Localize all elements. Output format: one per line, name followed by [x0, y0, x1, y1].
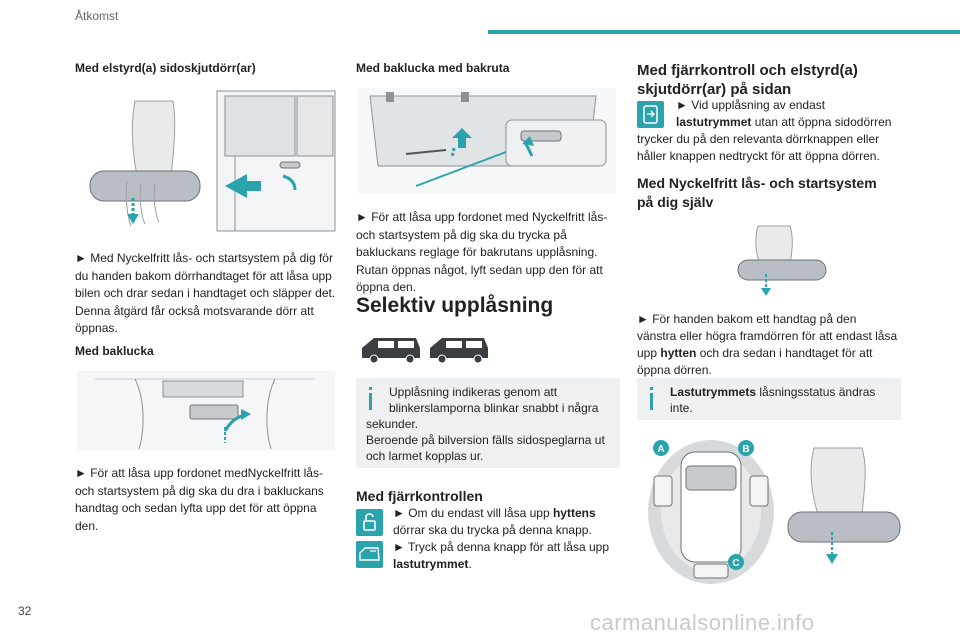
note-line-4: Beroende på bilversion fälls sidospeglar…: [366, 433, 605, 447]
note-cargo-line-2: inte.: [670, 401, 693, 415]
remote-sliding-line-3: trycker du på den relevanta dörrknappen …: [637, 132, 880, 146]
remote-sliding-line-1: ► Vid upplåsning av endast: [676, 98, 826, 112]
info-icon: [369, 387, 372, 390]
paragraph-sliding-door: ► Med Nyckelfritt lås- och startsystem p…: [75, 251, 336, 335]
remote-sliding-line-2: lastutrymmet utan att öppna sidodörren: [676, 115, 892, 129]
heading-tailgate: Med baklucka: [75, 344, 154, 358]
info-icon-bar: [369, 393, 372, 410]
illustration-rear-window: [356, 86, 618, 196]
remote-line-3: ► Tryck på denna knapp för att låsa upp: [393, 540, 610, 554]
keyless-line-1: ► För handen bakom ett handtag på den: [637, 312, 857, 326]
page-number: 32: [18, 604, 32, 618]
heading-tailgate-window: Med baklucka med bakruta: [356, 61, 510, 75]
zone-label-b: B: [742, 444, 749, 455]
illustration-front-handle: [728, 222, 838, 300]
info-icon: [650, 387, 653, 390]
remote-line-2: dörrar ska du trycka på denna knapp.: [393, 523, 592, 537]
zone-label-a: A: [657, 444, 664, 455]
note-line-5: och larmet kopplas ur.: [366, 449, 484, 463]
illustration-tailgate: [75, 369, 337, 452]
note-cargo-line-1: Lastutrymmets låsningsstatus ändras: [670, 385, 876, 399]
heading-sliding-door: Med elstyrd(a) sidoskjutdörr(ar): [75, 61, 256, 75]
keyless-line-2: vänstra eller högra framdörren för att e…: [637, 329, 898, 343]
watermark: carmanualsonline.info: [590, 610, 815, 635]
illustration-hand-on-handle: [784, 440, 904, 575]
keyless-line-3: upp hytten och dra sedan i handtaget för…: [637, 346, 873, 360]
heading-keyless-line-2: på dig själv: [637, 194, 714, 210]
note-line-1: Upplåsning indikeras genom att: [389, 385, 558, 399]
note-line-2: blinkerslamporna blinkar snabbt i några: [389, 401, 599, 415]
paragraph-tailgate: ► För att låsa upp fordonet medNyckelfri…: [75, 466, 324, 533]
info-note-cargo-status: Lastutrymmets låsningsstatus ändras inte…: [637, 378, 901, 420]
padlock-open-icon: [356, 509, 383, 536]
keyless-line-4: öppna dörren.: [637, 363, 712, 377]
info-note-indication: Upplåsning indikeras genom att blinkersl…: [356, 378, 620, 468]
heading-remote-sliding-line-2: skjutdörr(ar) på sidan: [637, 81, 792, 98]
remote-sliding-line-4: håller knappen nedtryckt för att öppna d…: [637, 149, 880, 163]
remote-line-1: ► Om du endast vill låsa upp hyttens: [393, 506, 596, 520]
header-accent-bar: [488, 30, 960, 34]
illustration-sliding-door: [75, 86, 337, 236]
heading-remote-sliding-line-1: Med fjärrkontroll och elstyrd(a): [637, 62, 858, 79]
van-rear-unlock-icon: [356, 541, 383, 568]
sliding-door-button-icon: [637, 101, 664, 128]
remote-line-4: lastutrymmet.: [393, 557, 472, 571]
running-header: Åtkomst: [75, 9, 119, 23]
paragraph-tailgate-window: ► För att låsa upp fordonet med Nyckelfr…: [356, 210, 608, 294]
heading-keyless-line-1: Med Nyckelfritt lås- och startsystem: [637, 175, 877, 191]
van-silhouette-icons: [358, 334, 498, 364]
zone-label-c: C: [732, 558, 739, 569]
note-line-3: sekunder.: [366, 417, 419, 431]
section-title-selective-unlocking: Selektiv upplåsning: [356, 294, 554, 317]
illustration-detection-zones: A B C: [646, 434, 776, 584]
info-icon-bar: [650, 393, 653, 410]
heading-remote: Med fjärrkontrollen: [356, 488, 483, 504]
